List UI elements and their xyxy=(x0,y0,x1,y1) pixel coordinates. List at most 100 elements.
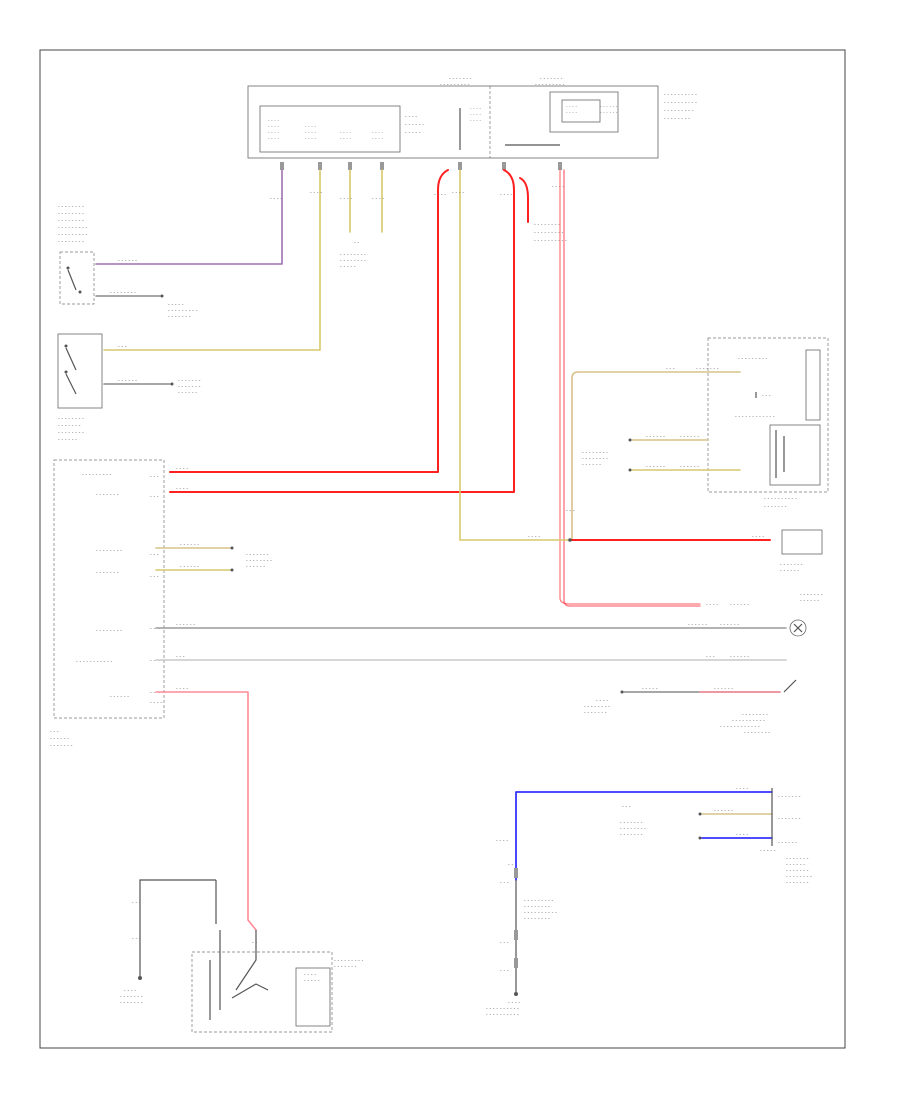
svg-text:- - - -: - - - - xyxy=(496,838,508,844)
wire-red-right-long xyxy=(559,169,701,605)
svg-text:- - - -: - - - - xyxy=(305,124,316,129)
svg-text:- - - - - - -: - - - - - - - xyxy=(786,868,809,874)
svg-text:- - - -: - - - - xyxy=(706,602,718,608)
svg-text:- - - - - -: - - - - - - xyxy=(176,622,195,628)
svg-text:- -: - - xyxy=(354,240,359,246)
svg-text:- - - - - - - -: - - - - - - - - xyxy=(584,704,610,710)
svg-text:- - - - - - - - -: - - - - - - - - - xyxy=(82,472,112,478)
module-connector-pins xyxy=(280,162,562,170)
svg-text:- - - - - - - -: - - - - - - - - xyxy=(58,218,84,224)
svg-text:- - - - - -: - - - - - - xyxy=(600,110,618,115)
svg-text:- - -: - - - xyxy=(666,366,675,372)
wire-tan-cluster xyxy=(571,371,741,541)
svg-text:- - - - - - - - - -: - - - - - - - - - - xyxy=(486,1012,519,1018)
bottom-switch-module: - - - - - - - - - - - - - - - - - - - - … xyxy=(191,930,363,1033)
svg-text:- - - - -: - - - - - xyxy=(642,686,658,692)
svg-text:- - - -: - - - - xyxy=(552,184,564,190)
svg-text:- - - - - -: - - - - - - xyxy=(714,808,733,814)
svg-text:- - - - - - - -: - - - - - - - - xyxy=(58,211,84,217)
svg-text:- - - - - - - -: - - - - - - - - xyxy=(96,548,122,554)
svg-text:- - - - - - -: - - - - - - - xyxy=(449,76,472,82)
svg-text:- - - - - - - -: - - - - - - - - xyxy=(524,904,550,910)
svg-text:- - - -: - - - - xyxy=(508,1000,520,1006)
svg-text:- -: - - xyxy=(150,690,155,696)
svg-text:- - - -: - - - - xyxy=(340,196,352,202)
svg-text:- - -: - - - xyxy=(500,968,509,974)
svg-text:- - - -: - - - - xyxy=(176,686,188,692)
svg-text:- - - - - - -: - - - - - - - xyxy=(120,994,143,1000)
svg-text:- - - - - -: - - - - - - xyxy=(680,434,699,440)
svg-text:- - - - - - -: - - - - - - - xyxy=(96,570,119,576)
svg-text:- - - - - - - -: - - - - - - - - xyxy=(664,116,690,122)
top-control-module: - - - - - - - - - - - - - - - - - - - - … xyxy=(247,76,697,159)
svg-text:- - - - - - - - - -: - - - - - - - - - - xyxy=(664,92,697,98)
svg-text:- - - - - -: - - - - - - xyxy=(50,736,69,742)
svg-text:- - - -: - - - - xyxy=(124,988,136,994)
svg-text:- - - -: - - - - xyxy=(736,832,748,838)
svg-text:- - - - - - - -: - - - - - - - - xyxy=(340,252,366,258)
svg-text:- - - - - -: - - - - - - xyxy=(730,654,749,660)
svg-text:- - - - - -: - - - - - - xyxy=(720,622,739,628)
svg-text:- - - - - - - - - -: - - - - - - - - - - xyxy=(732,718,765,724)
svg-text:- - - - -: - - - - - xyxy=(405,130,421,136)
svg-text:- - -: - - - xyxy=(132,936,141,942)
svg-text:- - - - - - - -: - - - - - - - - xyxy=(58,430,84,436)
svg-text:- - - - -: - - - - - xyxy=(304,978,320,984)
svg-text:- - - - - - - -: - - - - - - - - xyxy=(786,874,812,880)
svg-text:- - - - - - -: - - - - - - - xyxy=(620,820,643,826)
svg-text:- - - - - -: - - - - - - xyxy=(646,464,665,470)
svg-text:- -: - - xyxy=(150,626,155,632)
svg-text:- - - - - -: - - - - - - xyxy=(778,840,797,846)
svg-text:- - - - - - -: - - - - - - - xyxy=(178,384,201,390)
svg-text:- - - -: - - - - xyxy=(736,786,748,792)
svg-text:- - - - - -: - - - - - - xyxy=(118,258,137,264)
svg-text:- - - -: - - - - xyxy=(372,136,383,141)
svg-text:- - - - - - - - - -: - - - - - - - - - - xyxy=(664,100,697,106)
svg-text:- - - - - - - - -: - - - - - - - - - xyxy=(524,898,554,904)
svg-text:- - - - - -: - - - - - - xyxy=(646,434,665,440)
svg-text:- - - -: - - - - xyxy=(405,114,417,120)
svg-text:- - - - - - - - - - - -: - - - - - - - - - - - - xyxy=(720,724,760,730)
svg-text:- - - - - - - -: - - - - - - - - xyxy=(534,222,560,228)
svg-text:- - - - - - -: - - - - - - - xyxy=(764,504,787,510)
svg-text:- - - -: - - - - xyxy=(500,192,512,198)
svg-text:- - - - - -: - - - - - - xyxy=(730,602,749,608)
svg-text:- - - -: - - - - xyxy=(470,106,481,111)
svg-text:- - - - - -: - - - - - - xyxy=(680,464,699,470)
svg-text:- - - - - - - - - - -: - - - - - - - - - - - xyxy=(76,659,113,665)
svg-text:- - - - - -: - - - - - - xyxy=(110,694,129,700)
lower-center-component: - - - - - - - - - - - - - - - - - - - - … xyxy=(486,838,557,1018)
svg-text:- - - -: - - - - xyxy=(310,190,322,196)
svg-text:- -: - - xyxy=(252,940,257,946)
seat-belt-switch: - - - - - - - - - - - - - - - - - - - - … xyxy=(58,204,95,305)
svg-text:- - -: - - - xyxy=(150,574,159,580)
svg-text:- - - -: - - - - xyxy=(566,104,577,109)
svg-text:- - - - - - - - - -: - - - - - - - - - - xyxy=(764,496,797,502)
wire-blue-bottom-right xyxy=(515,791,773,881)
svg-text:- - - - - - -: - - - - - - - xyxy=(120,1000,143,1006)
svg-text:- - - - - - - - -: - - - - - - - - - xyxy=(738,356,768,362)
svg-text:- - - - - -: - - - - - - xyxy=(118,378,137,384)
svg-text:- - - - - - - - -: - - - - - - - - - xyxy=(535,82,565,88)
warning-lamp xyxy=(789,619,807,637)
svg-text:- - - -: - - - - xyxy=(305,136,316,141)
svg-text:- - - -: - - - - xyxy=(270,196,282,202)
svg-text:- - - - - - - -: - - - - - - - - xyxy=(110,290,136,296)
svg-text:- - -: - - - xyxy=(622,804,631,810)
door-switch-blade xyxy=(783,679,797,693)
svg-text:- - - - - - -: - - - - - - - xyxy=(584,710,607,716)
svg-text:- - - -: - - - - xyxy=(470,112,481,117)
svg-text:- - - - - - - -: - - - - - - - - xyxy=(582,450,608,456)
svg-text:- - - - - - - -: - - - - - - - - xyxy=(620,826,646,832)
svg-text:- - -: - - - xyxy=(118,344,127,350)
svg-text:- - - - - - - -: - - - - - - - - xyxy=(582,456,608,462)
svg-text:- - - - - - -: - - - - - - - xyxy=(246,552,269,558)
svg-text:- -: - - xyxy=(508,862,513,868)
svg-text:- - - - - - -: - - - - - - - xyxy=(696,366,719,372)
svg-text:- - - - - - -: - - - - - - - xyxy=(780,562,803,568)
svg-text:- - - - - - - -: - - - - - - - - xyxy=(744,730,770,736)
svg-text:- - - - - - -: - - - - - - - xyxy=(168,314,191,320)
lower-right-module: - - - - - - - - - - - - - - - - - - - - … xyxy=(760,788,812,886)
svg-text:- - - - - - - - -: - - - - - - - - - xyxy=(58,225,88,231)
